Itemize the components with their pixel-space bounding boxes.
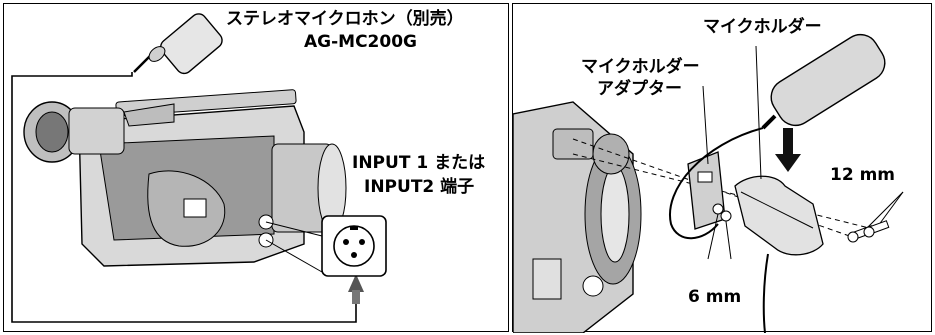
input-label-line2: INPUT2 端子 bbox=[364, 177, 475, 197]
camcorder-icon bbox=[23, 89, 347, 273]
mic-holder-adapter-icon bbox=[687, 151, 726, 230]
holder-label: マイクホルダー bbox=[703, 17, 822, 37]
adapter-label-line1: マイクホルダー bbox=[581, 57, 700, 77]
eyecup-icon bbox=[592, 133, 630, 175]
screw-long-icon bbox=[847, 220, 890, 243]
right-illustration-panel: マイクホルダー マイクホルダー アダプター 12 mm 6 mm bbox=[512, 3, 932, 333]
mic-label-line1: ステレオマイクロホン（別売） bbox=[226, 9, 464, 29]
mic-label-line2: AG-MC200G bbox=[304, 32, 417, 52]
screw-long-label: 12 mm bbox=[830, 165, 896, 185]
mic-cable bbox=[11, 72, 357, 323]
mic-cable bbox=[668, 127, 764, 240]
down-arrow-icon bbox=[775, 154, 801, 172]
left-illustration-panel: ステレオマイクロホン（別売） AG-MC200G INPUT 1 または INP… bbox=[3, 3, 509, 332]
input-label-line1: INPUT 1 または bbox=[352, 153, 486, 173]
screw-short-icon bbox=[712, 203, 732, 222]
insert-arrow-icon bbox=[348, 274, 364, 292]
camera-mic-connection-drawing bbox=[11, 13, 387, 323]
stereo-microphone-icon bbox=[133, 13, 223, 75]
adapter-label-line2: アダプター bbox=[597, 79, 682, 99]
xlr-input-connector-icon bbox=[321, 215, 387, 277]
mic-holder-mounting-drawing bbox=[513, 33, 904, 333]
camcorder-front-icon bbox=[513, 101, 642, 333]
mic-holder-icon bbox=[734, 175, 824, 256]
screw-short-label: 6 mm bbox=[688, 287, 742, 307]
microphone-icon bbox=[761, 33, 886, 130]
